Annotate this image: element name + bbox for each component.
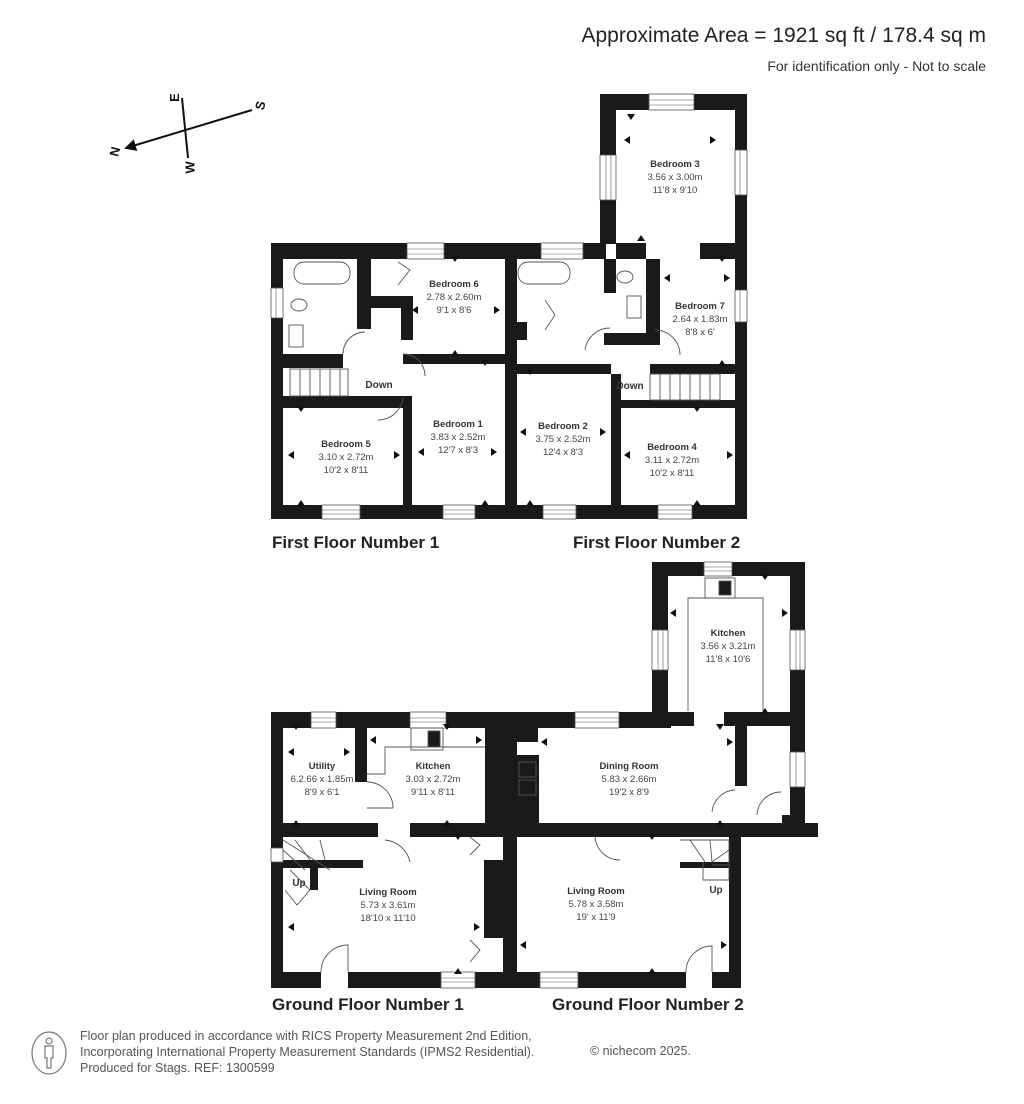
room-bedroom-5: Bedroom 5 3.10 x 2.72m 10'2 x 8'11 <box>318 439 374 476</box>
copyright-notice: © nichecom 2025. <box>590 1044 691 1058</box>
person-icon <box>31 1031 67 1075</box>
floor-title-ground-2: Ground Floor Number 2 <box>552 995 744 1014</box>
room-utility: Utility 6.2.66 x 1.85m 8'9 x 6'1 <box>290 761 354 798</box>
footer-notes: Floor plan produced in accordance with R… <box>80 1029 535 1075</box>
room-bedroom-6: Bedroom 6 2.78 x 2.60m 9'1 x 8'6 <box>426 279 482 316</box>
scale-disclaimer: For identification only - Not to scale <box>767 58 986 74</box>
first-floor-windows <box>270 93 748 520</box>
approximate-area: Approximate Area = 1921 sq ft / 178.4 sq… <box>581 24 987 47</box>
room-kitchen-2: Kitchen 3.56 x 3.21m 11'8 x 10'6 <box>700 628 756 665</box>
room-bedroom-4: Bedroom 4 3.11 x 2.72m 10'2 x 8'11 <box>644 442 700 479</box>
room-bedroom-2: Bedroom 2 3.75 x 2.52m 12'4 x 8'3 <box>535 421 591 458</box>
room-bedroom-1: Bedroom 1 3.83 x 2.52m 12'7 x 8'3 <box>430 419 486 456</box>
room-kitchen-1: Kitchen 3.03 x 2.72m 9'11 x 8'11 <box>405 761 461 798</box>
room-bedroom-7: Bedroom 7 2.64 x 1.83m 8'8 x 6' <box>672 301 728 338</box>
compass-east-label: E <box>166 93 182 102</box>
stairs-down-label: Down <box>616 381 644 392</box>
first-floor-fixtures <box>288 261 721 421</box>
window-glazing-lines <box>275 99 741 515</box>
room-bedroom-3: Bedroom 3 3.56 x 3.00m 11'8 x 9'10 <box>647 159 703 196</box>
compass-icon <box>124 97 253 159</box>
room-dining-room: Dining Room 5.83 x 2.66m 19'2 x 8'9 <box>599 761 659 798</box>
room-living-room-1: Living Room 5.73 x 3.61m 18'10 x 11'10 <box>359 887 417 924</box>
floor-title-first-1: First Floor Number 1 <box>272 533 440 552</box>
stairs-down-label: Down <box>365 380 393 391</box>
dimension-arrow-icons <box>288 114 788 974</box>
ground-window-glazing <box>311 566 801 983</box>
room-living-room-2: Living Room 5.78 x 3.58m 19' x 11'9 <box>567 886 625 923</box>
stairs-up-label: Up <box>709 885 723 896</box>
floor-title-first-2: First Floor Number 2 <box>573 533 741 552</box>
compass-west-label: W <box>182 161 198 174</box>
stairs-up-label: Up <box>292 878 306 889</box>
ground-floor-fixtures <box>282 577 782 973</box>
ground-floor-windows <box>270 561 806 989</box>
floor-title-ground-1: Ground Floor Number 1 <box>272 995 464 1014</box>
